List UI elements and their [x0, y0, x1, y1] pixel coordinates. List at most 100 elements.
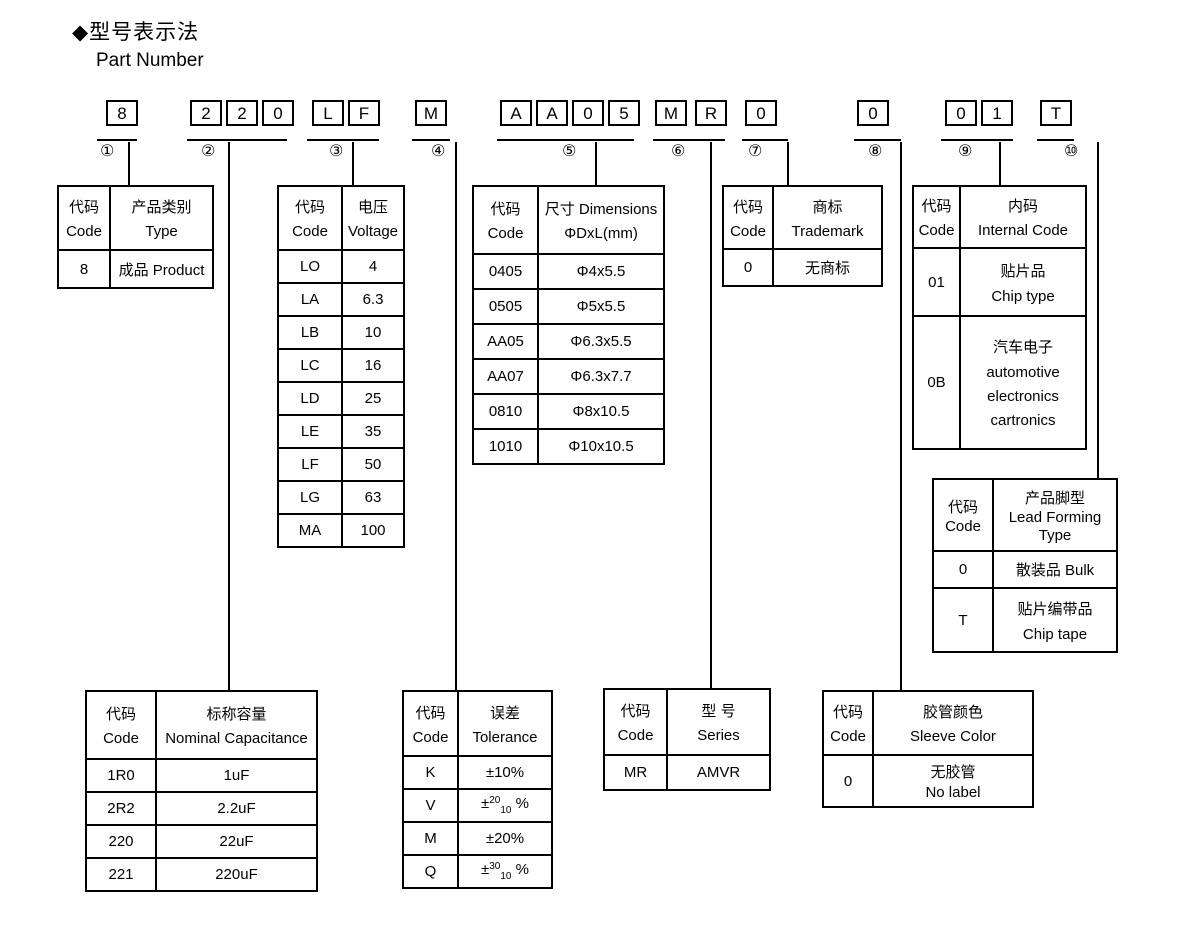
cell-line: 商标 [812, 198, 843, 216]
part-code-box: M [415, 100, 447, 126]
cell-line: 贴片编带品 [1017, 600, 1093, 618]
part-code-box: R [695, 100, 727, 126]
connector-line [787, 142, 789, 185]
code-group-1: 8 [106, 100, 138, 126]
table-cell: 2R2 [85, 791, 157, 826]
connector-underline [412, 139, 450, 141]
connector-line [352, 142, 354, 185]
cell-line: 代码 [294, 199, 325, 216]
cell-line: Code [412, 728, 449, 746]
cell-line: No label [925, 784, 981, 801]
group-number-4: ④ [431, 143, 446, 160]
table-cell: 0405 [472, 253, 539, 290]
cell-line: Code [292, 223, 328, 240]
table-row: M±20% [402, 821, 553, 856]
table-cell: V [402, 788, 459, 823]
tolerance-part: % [511, 861, 529, 878]
connector-underline [941, 139, 1013, 141]
part-code-box: 2 [226, 100, 258, 126]
cell-line: 代码 [490, 201, 521, 218]
table-cell: AA07 [472, 358, 539, 395]
cell-line: Code [730, 222, 766, 240]
table-cell: T [932, 587, 994, 653]
table-cell: 8 [57, 249, 111, 289]
cell-line: 代码 [68, 199, 99, 216]
table-cell: 1R0 [85, 758, 157, 793]
part-code-box: 0 [945, 100, 977, 126]
connector-underline [497, 139, 634, 141]
cell-line: Code [487, 225, 524, 242]
cell-line: Voltage [347, 223, 399, 240]
table-cell: 0505 [472, 288, 539, 325]
table-cell: 63 [341, 480, 405, 515]
connector-line [1097, 142, 1099, 478]
connector-line [710, 142, 712, 688]
group-number-10: ⑩ [1064, 143, 1079, 160]
connector-underline [1037, 139, 1074, 141]
connector-underline [307, 139, 379, 141]
cell-line: 产品脚型 [1024, 489, 1085, 507]
table-cell: LB [277, 315, 343, 350]
cell-line: Lead Forming [1008, 508, 1102, 526]
part-code-box: 1 [981, 100, 1013, 126]
part-code-box: 0 [262, 100, 294, 126]
table-cell: 0 [932, 550, 994, 589]
cell-line: ΦDxL(mm) [564, 225, 638, 242]
cell-line: electronics [987, 388, 1059, 405]
table-cell: LD [277, 381, 343, 416]
table-cell: 01 [912, 247, 961, 317]
part-code-box: A [536, 100, 568, 126]
cell-line: cartronics [990, 412, 1056, 429]
table-cell: ±10% [457, 755, 553, 790]
tolerance-part: 20 [489, 795, 501, 806]
cell-line: Code [830, 728, 866, 745]
connector-line [128, 142, 130, 185]
cell-line: 误差 [489, 704, 520, 722]
part-code-box: 5 [608, 100, 640, 126]
cell-line: Code [617, 727, 654, 744]
table-cell: 1010 [472, 428, 539, 465]
column-header: 代码 Code [822, 690, 874, 756]
connector-line [900, 142, 902, 690]
part-code-box: F [348, 100, 380, 126]
column-header: 代码 Code [472, 185, 539, 255]
table-cell: 25 [341, 381, 405, 416]
cell-line: Trademark [791, 222, 864, 240]
tolerance-part: % [511, 795, 529, 812]
connector-underline [854, 139, 901, 141]
group-number-9: ⑨ [958, 143, 973, 160]
part-code-box: T [1040, 100, 1072, 126]
cell-line: 代码 [832, 704, 863, 721]
tolerance-part: ± [481, 861, 490, 878]
table-cell: ±3010 % [457, 854, 553, 889]
cell-line: Code [103, 730, 139, 747]
table-cell: 22uF [155, 824, 318, 859]
connector-line [595, 142, 597, 185]
table-cell: LC [277, 348, 343, 383]
